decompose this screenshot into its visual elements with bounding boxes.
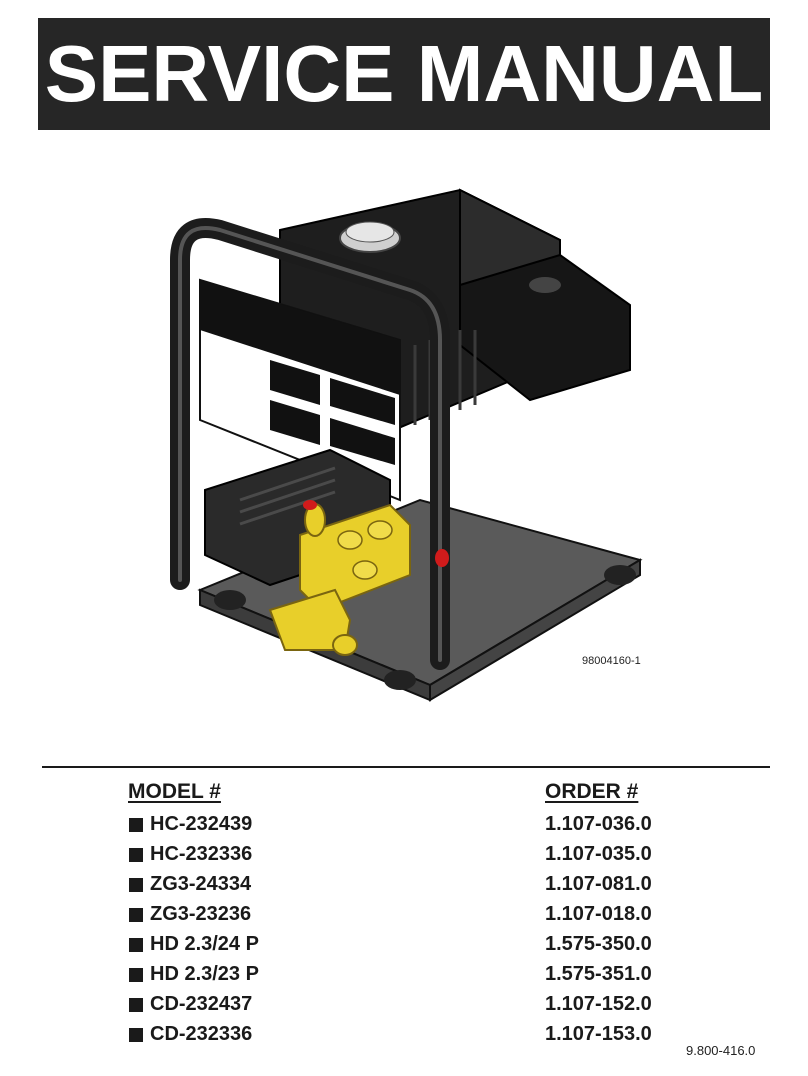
model-number: HC-232336: [150, 843, 253, 865]
bullet-square-icon: [129, 968, 143, 982]
table-row: ZG3-24334 1.107-081.0: [0, 873, 808, 903]
order-number: 1.107-035.0: [545, 843, 652, 865]
model-number: ZG3-24334: [150, 873, 252, 895]
bullet-square-icon: [129, 1028, 143, 1042]
table-row: HC-232439 1.107-036.0: [0, 813, 808, 843]
table-row: CD-232437 1.107-152.0: [0, 993, 808, 1023]
table-row: ZG3-23236 1.107-018.0: [0, 903, 808, 933]
illustration-code: 98004160-1: [582, 655, 641, 667]
order-number: 1.575-350.0: [545, 933, 652, 955]
page-title: SERVICE MANUAL: [44, 29, 764, 118]
document-number: 9.800-416.0: [686, 1043, 756, 1058]
pressure-washer-illustration: [170, 188, 643, 702]
order-number: 1.107-036.0: [545, 813, 652, 835]
model-number: HD 2.3/24 P: [150, 933, 259, 955]
table-row: HC-232336 1.107-035.0: [0, 843, 808, 873]
model-number: ZG3-23236: [150, 903, 252, 925]
table-row: CD-232336 1.107-153.0: [0, 1023, 808, 1053]
table-row: HD 2.3/24 P 1.575-350.0: [0, 933, 808, 963]
order-number: 1.575-351.0: [545, 963, 652, 985]
bullet-square-icon: [129, 938, 143, 952]
bullet-square-icon: [129, 878, 143, 892]
order-number: 1.107-081.0: [545, 873, 652, 895]
model-number: HD 2.3/23 P: [150, 963, 259, 985]
bullet-square-icon: [129, 998, 143, 1012]
order-column-header: ORDER #: [545, 780, 639, 803]
model-number: CD-232437: [150, 993, 253, 1015]
section-divider: [42, 766, 770, 768]
title-banner: SERVICE MANUAL: [38, 18, 770, 130]
table-row: HD 2.3/23 P 1.575-351.0: [0, 963, 808, 993]
model-number: HC-232439: [150, 813, 253, 835]
bullet-square-icon: [129, 848, 143, 862]
order-number: 1.107-153.0: [545, 1023, 652, 1045]
order-number: 1.107-018.0: [545, 903, 652, 925]
order-number: 1.107-152.0: [545, 993, 652, 1015]
bullet-square-icon: [129, 908, 143, 922]
model-column-header: MODEL #: [128, 780, 221, 803]
bullet-square-icon: [129, 818, 143, 832]
model-number: CD-232336: [150, 1023, 253, 1045]
